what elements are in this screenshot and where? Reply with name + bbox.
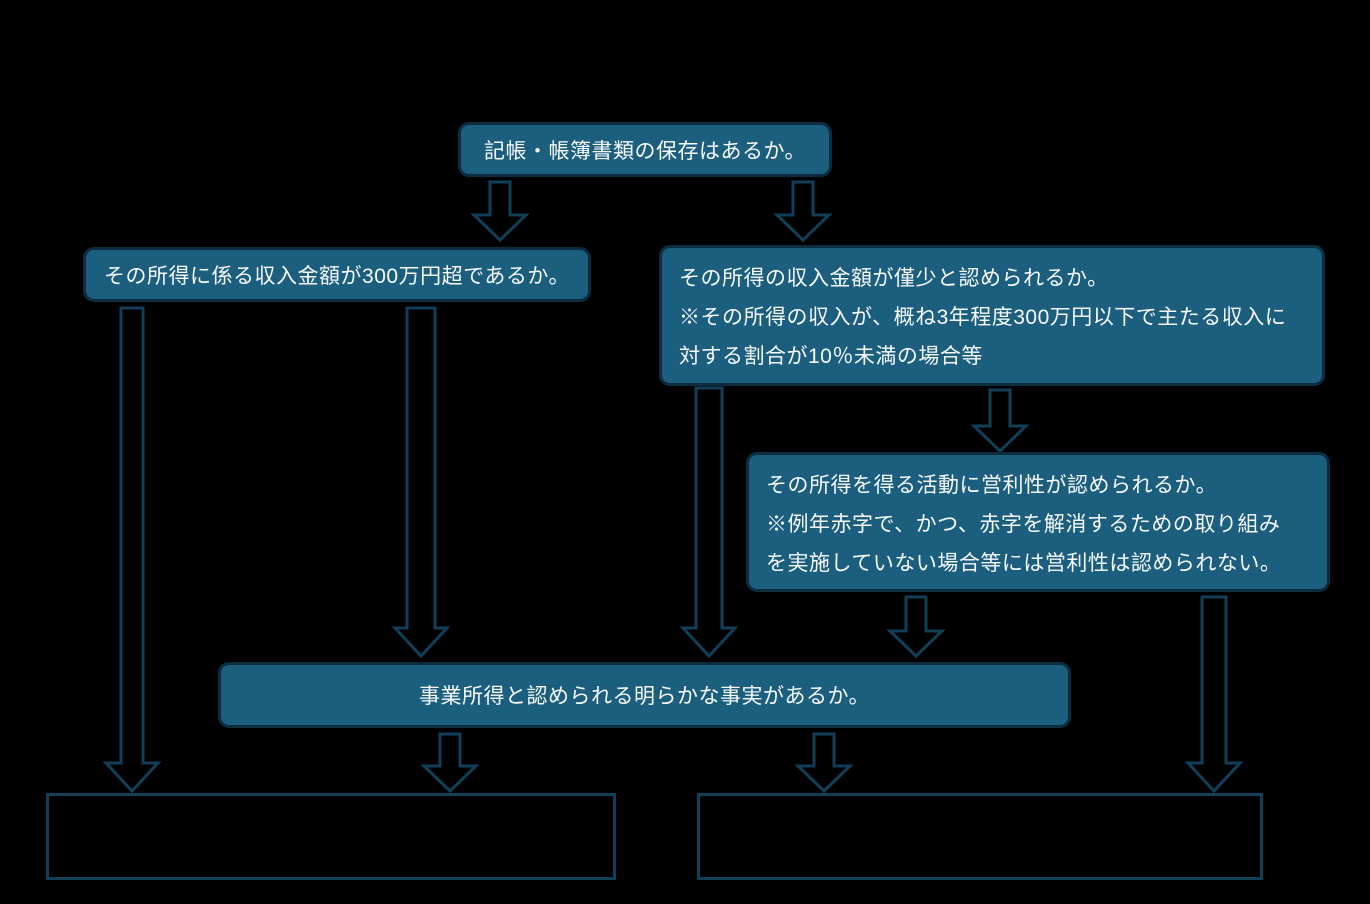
node-profitability-line-2: ※例年赤字で、かつ、赤字を解消するための取り組み [766, 513, 1281, 536]
node-minor-revenue-line-1: その所得の収入金額が僅少と認められるか。 [679, 267, 1109, 290]
arrow-minor-to-fact [679, 386, 739, 659]
arrow-profitability-to-fact [886, 595, 946, 659]
node-minor-revenue-line-2: ※その所得の収入が、概ね3年程度300万円以下で主たる収入に [679, 306, 1287, 329]
outcome-box-left [46, 793, 616, 880]
node-record-keeping: 記帳・帳簿書類の保存はあるか。 [458, 122, 832, 177]
node-business-fact-label: 事業所得と認められる明らかな事実があるか。 [418, 685, 871, 708]
node-profitability: その所得を得る活動に営利性が認められるか。 ※例年赤字で、かつ、赤字を解消するた… [746, 452, 1330, 592]
arrow-record-to-over3m [470, 180, 530, 243]
arrow-profitability-to-outcome-right [1184, 595, 1244, 794]
arrow-over3m-to-outcome-left [102, 306, 162, 794]
node-minor-revenue: その所得の収入金額が僅少と認められるか。 ※その所得の収入が、概ね3年程度300… [659, 245, 1325, 386]
arrow-fact-to-outcome-left [420, 732, 480, 794]
node-record-keeping-label: 記帳・帳簿書類の保存はあるか。 [483, 139, 807, 163]
arrow-record-to-minor [773, 180, 833, 243]
node-revenue-over-3m: その所得に係る収入金額が300万円超であるか。 [83, 247, 591, 302]
arrow-fact-to-outcome-right [794, 732, 854, 794]
outcome-box-right [697, 793, 1263, 880]
node-business-fact: 事業所得と認められる明らかな事実があるか。 [218, 662, 1071, 728]
arrow-over3m-to-fact [391, 306, 451, 659]
arrow-minor-to-profitability [970, 388, 1030, 454]
node-minor-revenue-line-3: 対する割合が10％未満の場合等 [679, 345, 983, 368]
node-profitability-line-1: その所得を得る活動に営利性が認められるか。 [766, 474, 1218, 497]
node-profitability-line-3: を実施していない場合等には営利性は認められない。 [766, 552, 1282, 575]
node-revenue-over-3m-label: その所得に係る収入金額が300万円超であるか。 [104, 264, 570, 288]
